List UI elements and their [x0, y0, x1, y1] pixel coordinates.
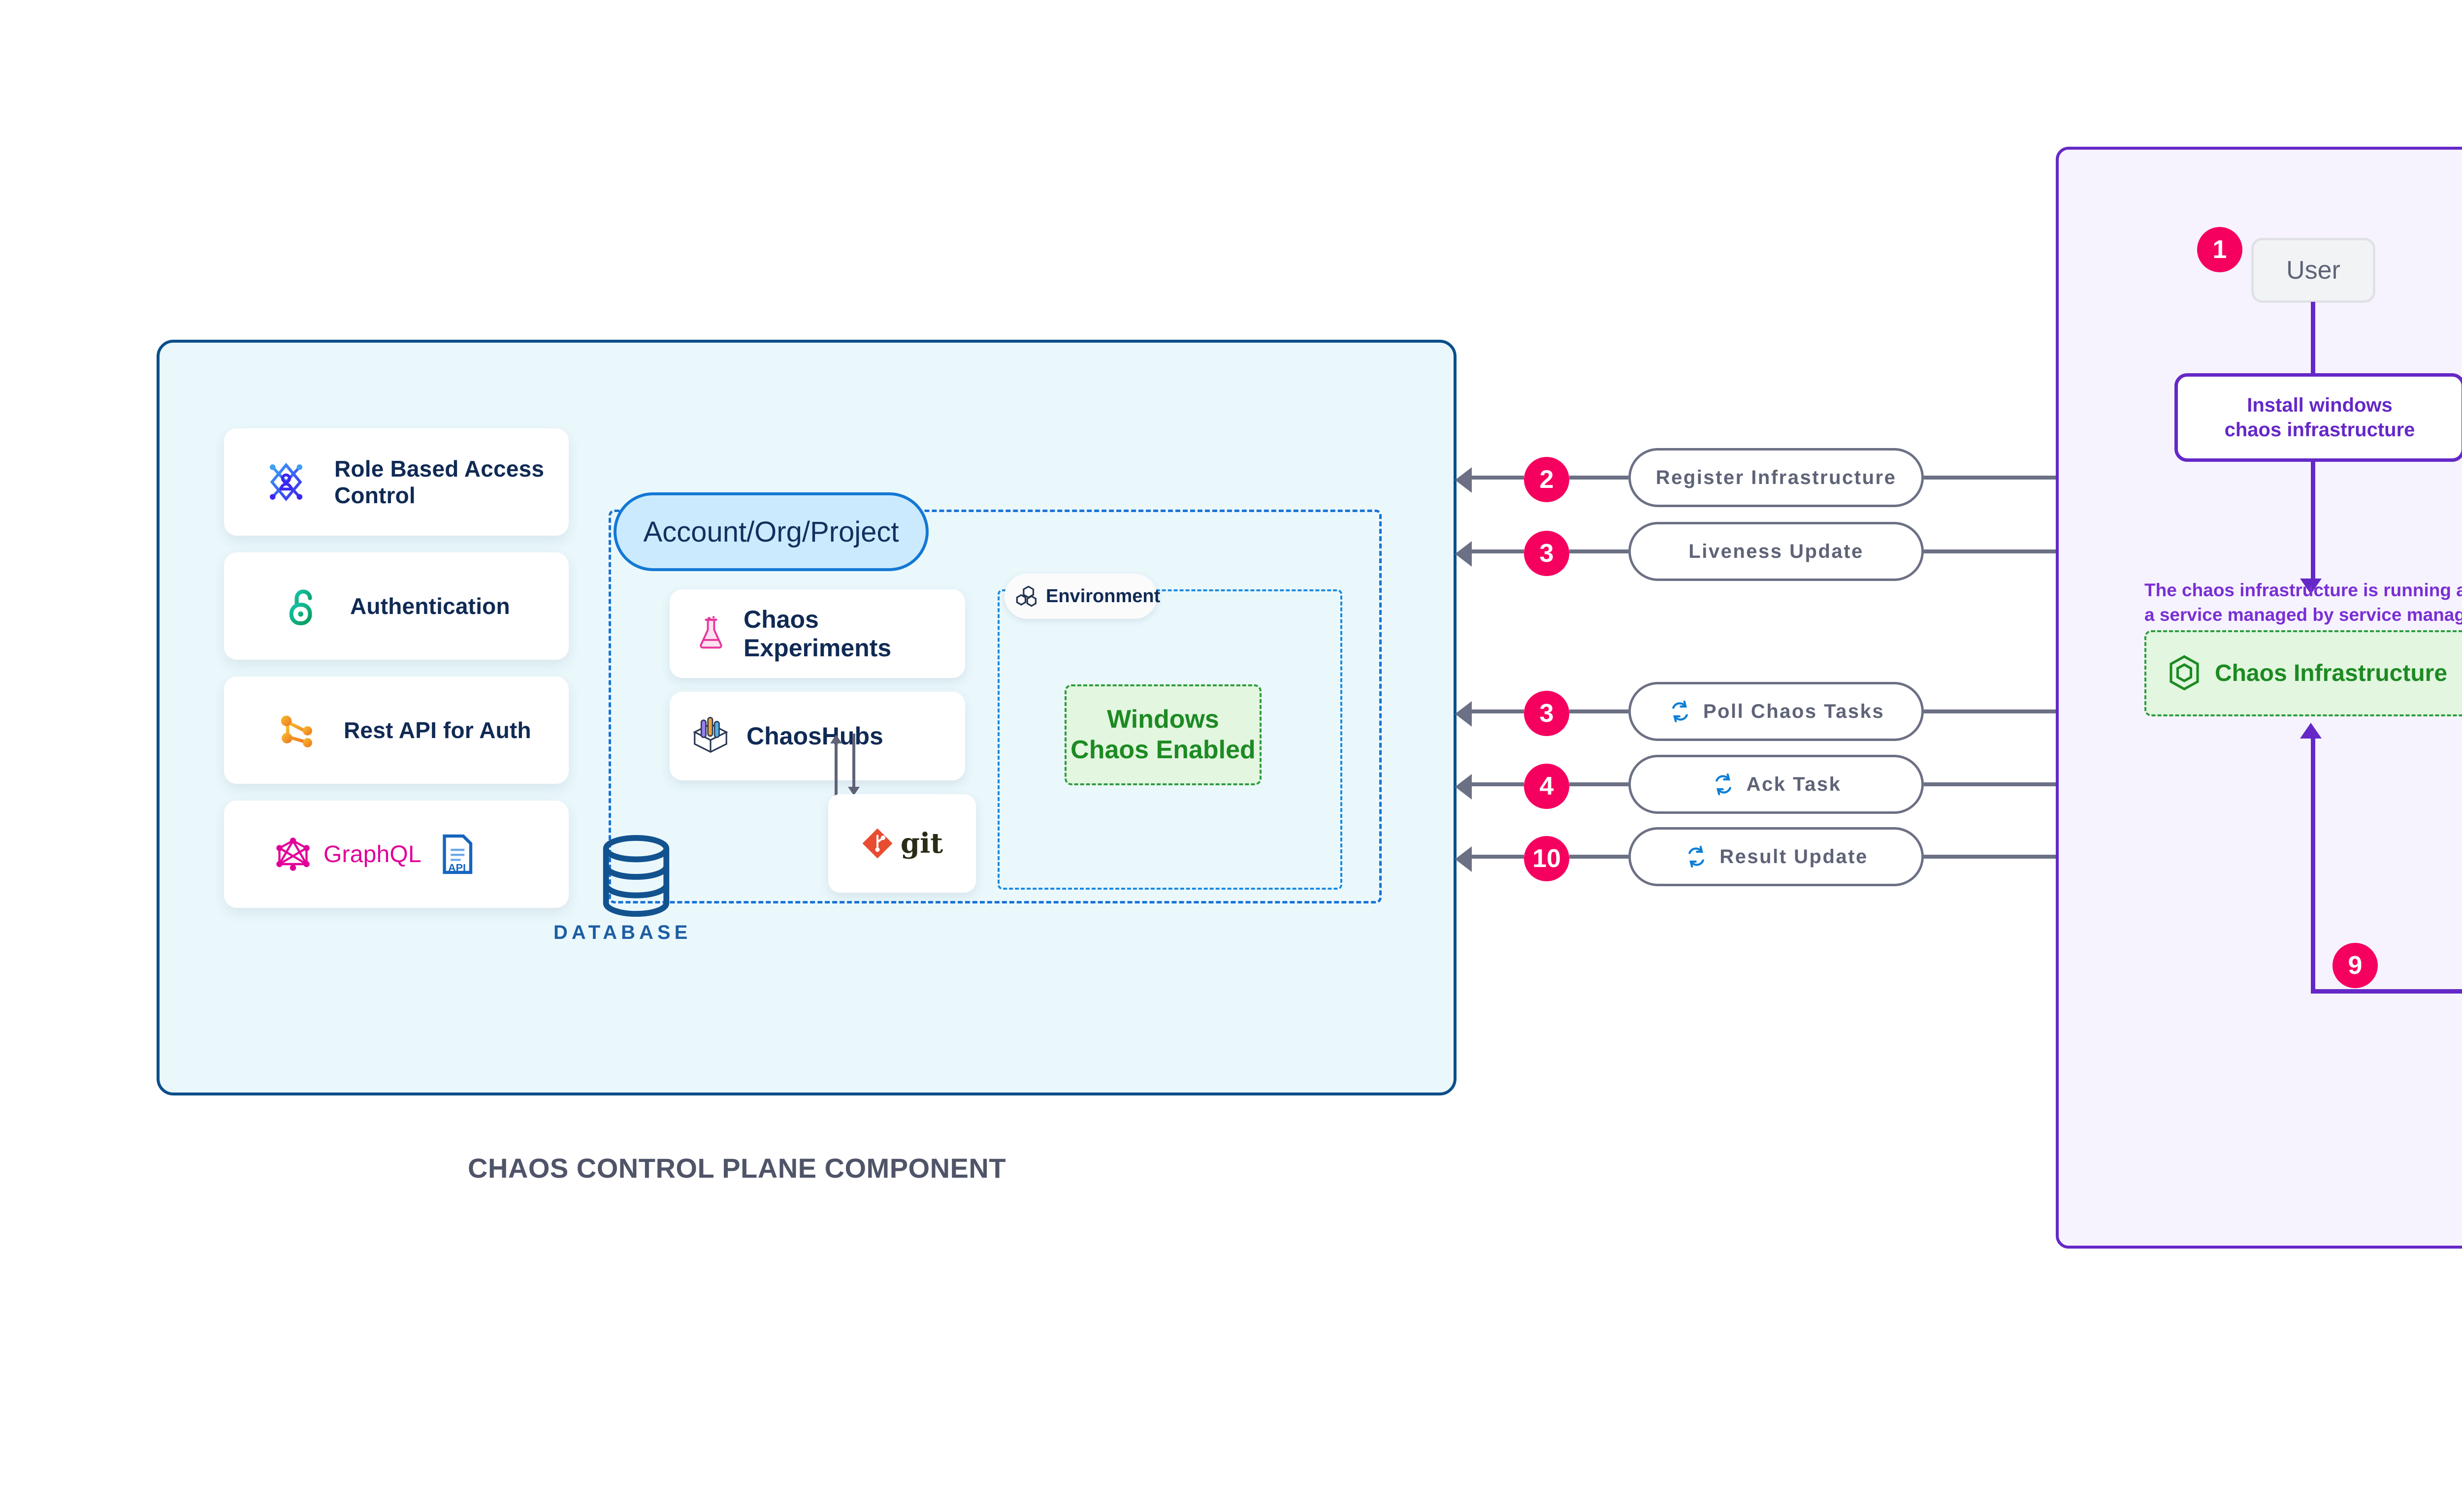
step-badge: 2: [1524, 457, 1569, 502]
account-org-project-chip[interactable]: Account/Org/Project: [614, 492, 929, 571]
sync-icon: [1684, 844, 1709, 869]
api-document-icon: API: [439, 834, 475, 875]
database-icon: [597, 835, 676, 919]
connector-label: Result Update: [1719, 845, 1868, 868]
card-git[interactable]: git: [828, 794, 976, 893]
step-badge-9: 9: [2332, 943, 2378, 988]
database-label: DATABASE: [553, 922, 692, 943]
test-tube-rack-icon: [689, 715, 732, 757]
card-label: Authentication: [350, 593, 510, 619]
hexagon-cluster-icon: [1013, 583, 1040, 610]
git-icon: [861, 827, 894, 860]
sync-icon: [1668, 699, 1692, 724]
connector-ack-task: 4 Ack Task: [1455, 752, 2071, 816]
rbac-icon: [263, 459, 309, 505]
graphql-icon: [273, 835, 313, 874]
share-nodes-icon: [276, 709, 318, 751]
connector-poll-chaos-tasks: 3 Poll Chaos Tasks: [1455, 679, 2071, 743]
connector-pill[interactable]: Result Update: [1628, 827, 1924, 886]
connector-pill[interactable]: Register Infrastructure: [1628, 448, 1924, 507]
card-authentication[interactable]: Authentication: [224, 552, 569, 660]
unlock-icon: [282, 585, 324, 627]
step-badge: 10: [1524, 836, 1569, 881]
card-label: Rest API for Auth: [344, 717, 531, 743]
connector-label: Liveness Update: [1688, 540, 1864, 562]
step-badge: 3: [1524, 531, 1569, 576]
sync-icon: [1711, 772, 1736, 797]
environment-label: Environment: [1046, 585, 1161, 607]
card-chaoshubs[interactable]: ChaosHubs: [670, 692, 965, 780]
step-badge: 4: [1524, 764, 1569, 809]
environment-scope: [998, 589, 1342, 890]
annotation-infra-note: The chaos infrastructure is running and …: [2144, 580, 2462, 625]
svg-text:API: API: [448, 861, 466, 873]
flask-icon: [695, 616, 727, 651]
card-chaos-experiments[interactable]: Chaos Experiments: [670, 589, 965, 678]
card-rest-api-for-auth[interactable]: Rest API for Auth: [224, 676, 569, 784]
connector-label: Poll Chaos Tasks: [1703, 700, 1885, 722]
git-label: git: [900, 827, 943, 860]
step-badge: 3: [1524, 691, 1569, 736]
connector-label: Ack Task: [1746, 773, 1842, 795]
connector-label: Register Infrastructure: [1655, 466, 1897, 488]
connector-pill[interactable]: Poll Chaos Tasks: [1628, 682, 1924, 741]
card-label: Chaos Experiments: [744, 606, 892, 662]
control-plane-title: CHAOS CONTROL PLANE COMPONENT: [468, 1153, 1006, 1184]
node-user-label: User: [2286, 256, 2340, 285]
card-graphql-api[interactable]: GraphQL API: [224, 801, 569, 908]
hexagon-outline-icon: [2167, 654, 2202, 693]
card-role-based-access-control[interactable]: Role Based Access Control: [224, 428, 569, 536]
windows-chaos-enabled-status: Windows Chaos Enabled: [1065, 684, 1262, 785]
connector-result-update: 10 Result Update: [1455, 825, 2071, 889]
connector-pill[interactable]: Ack Task: [1628, 755, 1924, 814]
step-badge-1: 1: [2197, 227, 2242, 272]
connector-liveness-update: 3 Liveness Update: [1455, 519, 2071, 583]
connector-pill[interactable]: Liveness Update: [1628, 522, 1924, 581]
node-user: User: [2251, 238, 2375, 303]
card-label: Role Based Access Control: [334, 456, 545, 508]
account-org-project-label: Account/Org/Project: [643, 515, 899, 548]
environment-chip[interactable]: Environment: [1004, 574, 1161, 619]
card-label: GraphQL: [324, 841, 421, 868]
node-chaos-infrastructure-label: Chaos Infrastructure: [2214, 660, 2448, 686]
chaoshub-git-sync-arrows: [815, 733, 875, 797]
card-label: ChaosHubs: [746, 722, 883, 750]
connector-register-infrastructure: 2 Register Infrastructure: [1455, 446, 2071, 510]
account-org-project-scope: [609, 510, 1382, 903]
node-chaos-infrastructure: Chaos Infrastructure: [2144, 630, 2462, 716]
windows-chaos-enabled-label: Windows Chaos Enabled: [1070, 705, 1256, 764]
